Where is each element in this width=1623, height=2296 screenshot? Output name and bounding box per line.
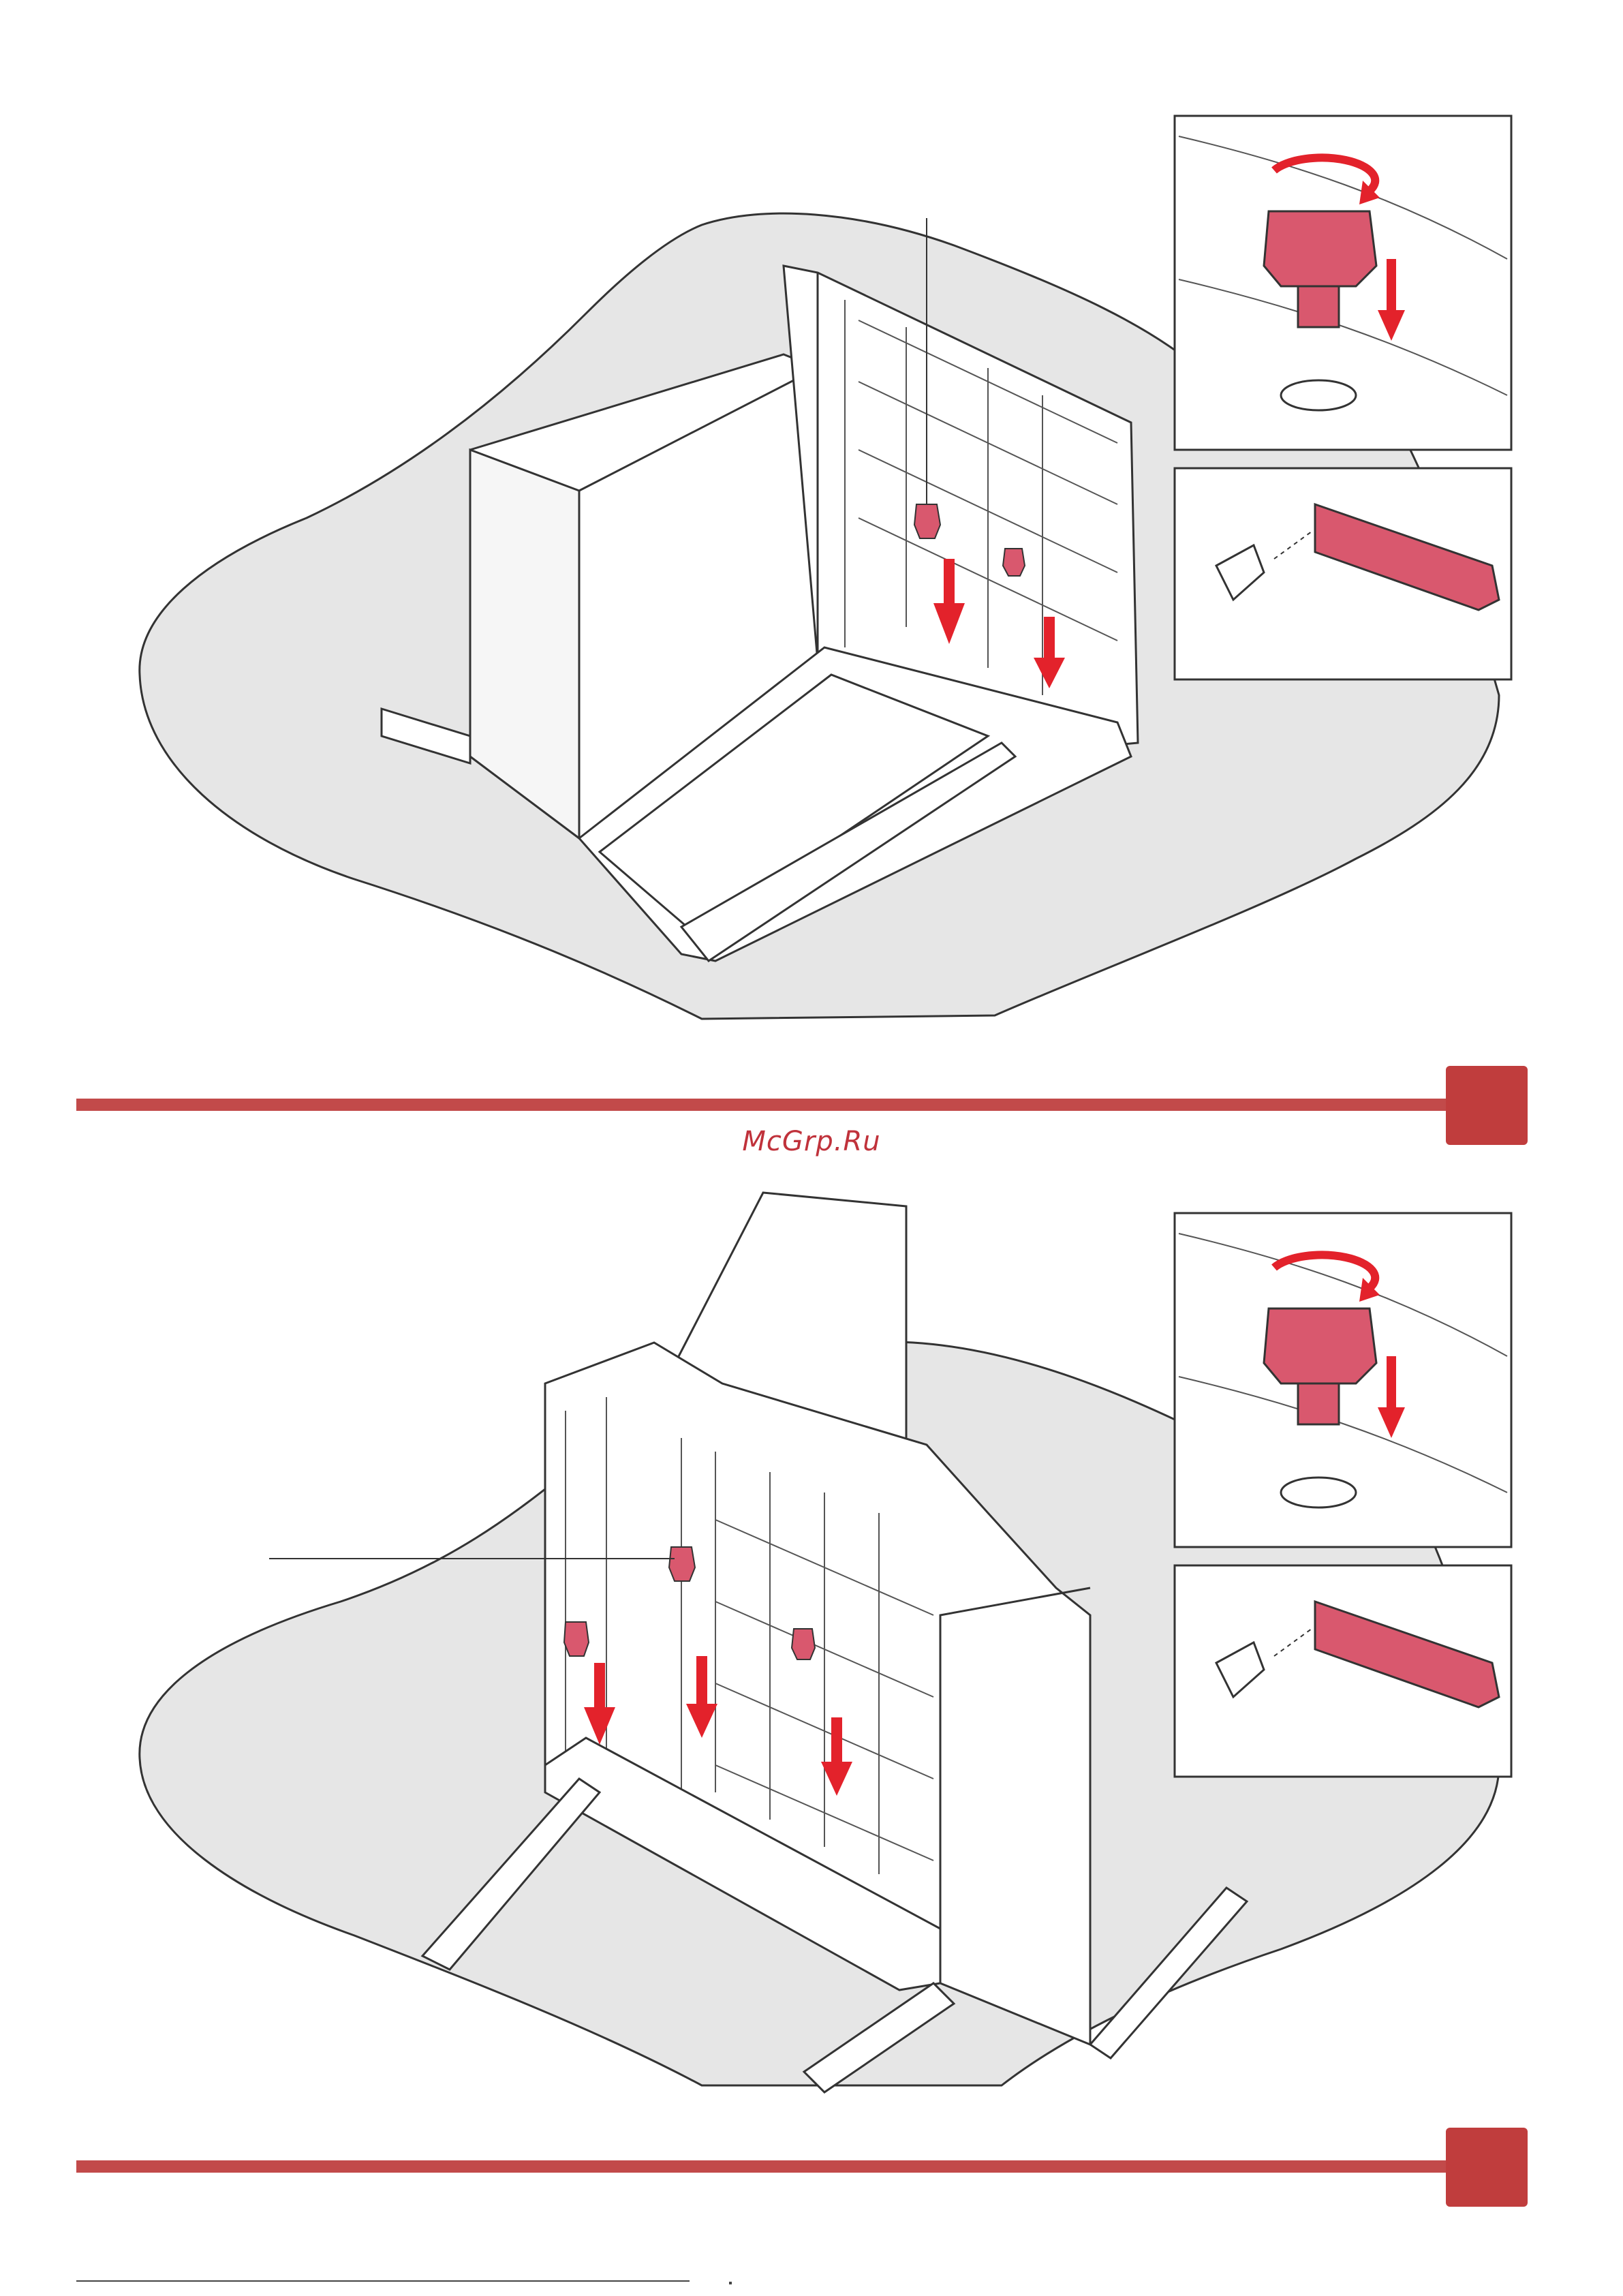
step-1-illustration [0, 0, 1623, 1063]
section-divider-bar [76, 2160, 1473, 2173]
section-marker [1446, 2128, 1528, 2207]
inset-tool-detail [1175, 468, 1511, 679]
footer-rule [76, 2280, 690, 2282]
inset-rotate-detail [1175, 116, 1511, 450]
footer-mark [729, 2282, 732, 2284]
inset-rotate-detail [1175, 1213, 1511, 1547]
watermark: McGrp.Ru [0, 1126, 1623, 1157]
inset-tool-detail [1175, 1565, 1511, 1777]
step-2-illustration [0, 1179, 1623, 2133]
section-divider-bar [76, 1099, 1473, 1111]
